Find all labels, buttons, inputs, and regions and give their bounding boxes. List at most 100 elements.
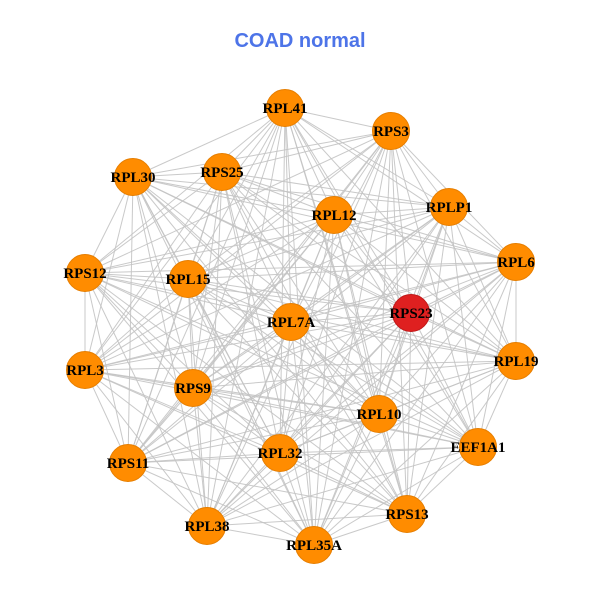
graph-node-RPS3: [372, 112, 410, 150]
graph-edge-RPL41-RPLP1: [284, 107, 450, 208]
graph-edge-RPLP1-RPL15: [187, 206, 450, 280]
graph-edge-RPL7A-EEF1A1: [290, 321, 479, 448]
graph-node-label-RPLP1: RPLP1: [426, 200, 473, 216]
graph-node-RPL10: [360, 395, 398, 433]
graph-edge-RPS25-RPS23: [221, 171, 412, 314]
graph-edge-RPL38-RPS13: [206, 513, 408, 527]
graph-node-label-RPS25: RPS25: [200, 165, 243, 181]
graph-node-RPL41: [266, 89, 304, 127]
graph-edge-RPS11-RPL35A: [127, 462, 315, 546]
graph-edge-RPLP1-RPS13: [406, 206, 450, 515]
graph-edge-RPL6-RPS12: [84, 261, 517, 274]
graph-edge-EEF1A1-RPS11: [127, 446, 479, 464]
graph-edge-RPL7A-RPS13: [290, 321, 408, 515]
graph-edge-RPS23-RPS9: [192, 312, 412, 389]
graph-edge-RPS3-RPL35A: [313, 130, 392, 546]
graph-edge-RPS3-RPS25: [221, 130, 392, 173]
graph-edge-RPL7A-RPS9: [192, 321, 292, 389]
graph-edge-RPLP1-RPL19: [448, 206, 517, 362]
plot-title: COAD normal: [234, 30, 366, 52]
graph-edge-RPLP1-RPL3: [84, 206, 450, 371]
graph-node-RPS9: [174, 369, 212, 407]
graph-edge-RPL6-RPS11: [127, 261, 517, 464]
graph-edge-EEF1A1-RPL32: [279, 446, 479, 454]
graph-node-label-RPS11: RPS11: [107, 456, 150, 472]
graph-edge-RPL15-RPL19: [187, 278, 517, 362]
graph-node-RPL38: [188, 507, 226, 545]
graph-edge-RPS23-RPL35A: [313, 312, 412, 546]
graph-edge-RPLP1-RPL38: [206, 206, 450, 527]
graph-node-label-RPS13: RPS13: [385, 507, 428, 523]
graph-edge-RPS25-RPL12: [221, 171, 335, 216]
graph-edge-RPL15-RPS13: [187, 278, 408, 515]
graph-node-label-RPS12: RPS12: [63, 266, 106, 282]
graph-edge-RPS9-RPL38: [192, 387, 208, 527]
graph-node-RPLP1: [430, 188, 468, 226]
graph-edge-RPS25-RPS9: [192, 171, 223, 389]
graph-edge-RPL12-RPS11: [127, 214, 335, 464]
graph-node-label-RPL35A: RPL35A: [286, 538, 342, 554]
graph-edge-RPL15-RPL10: [187, 278, 380, 415]
graph-node-label-RPL7A: RPL7A: [267, 315, 316, 331]
graph-edge-RPL19-RPL3: [84, 360, 517, 371]
graph-edge-RPL3-EEF1A1: [84, 369, 479, 448]
graph-edge-RPL32-RPS13: [279, 452, 408, 515]
graph-edge-EEF1A1-RPL38: [206, 446, 479, 527]
graph-edge-RPS23-RPL38: [206, 312, 412, 527]
graph-node-RPL15: [169, 260, 207, 298]
graph-edge-RPL7A-RPS23: [290, 312, 412, 323]
graph-edge-RPL12-RPL19: [333, 214, 517, 362]
graph-edge-RPS25-RPS13: [221, 171, 408, 515]
graph-edge-RPS9-RPL35A: [192, 387, 315, 546]
graph-node-label-RPL10: RPL10: [357, 407, 402, 423]
graph-node-label-RPS23: RPS23: [389, 306, 432, 322]
graph-edge-RPL12-RPLP1: [333, 206, 450, 216]
graph-edge-RPS12-RPL32: [84, 272, 281, 454]
graph-edge-RPL15-RPL3: [84, 278, 189, 371]
graph-edge-RPL41-RPL38: [206, 107, 286, 527]
graph-node-label-RPL41: RPL41: [263, 101, 308, 117]
graph-edge-RPL6-EEF1A1: [477, 261, 517, 448]
graph-edge-RPL41-RPL3: [84, 107, 286, 371]
graph-edge-RPS23-RPS13: [406, 312, 412, 515]
graph-edge-RPL15-RPS23: [187, 278, 412, 314]
graph-node-RPL3: [66, 351, 104, 389]
graph-edge-RPL15-EEF1A1: [187, 278, 479, 448]
graph-node-RPL6: [497, 243, 535, 281]
graph-node-label-RPL3: RPL3: [66, 363, 104, 379]
graph-edge-RPS12-RPL35A: [84, 272, 315, 546]
node-layer: [66, 89, 535, 564]
graph-node-RPL19: [497, 342, 535, 380]
graph-node-label-RPL30: RPL30: [111, 170, 156, 186]
graph-node-RPS13: [388, 495, 426, 533]
graph-edge-RPL3-RPL38: [84, 369, 208, 527]
graph-edge-RPS3-RPL30: [132, 130, 392, 178]
graph-node-RPS12: [66, 254, 104, 292]
graph-edge-RPL41-RPL6: [284, 107, 517, 263]
graph-edge-RPL6-RPS23: [410, 261, 517, 314]
graph-edge-RPL7A-RPL10: [290, 321, 380, 415]
graph-edge-RPL6-RPL7A: [290, 261, 517, 323]
graph-edge-RPS12-RPS23: [84, 272, 412, 314]
graph-node-label-RPL32: RPL32: [258, 446, 303, 462]
graph-edge-RPS25-RPL38: [206, 171, 223, 527]
graph-edge-RPL30-RPS13: [132, 176, 408, 515]
graph-edge-RPL41-RPL12: [284, 107, 335, 216]
graph-edge-RPL6-RPL15: [187, 261, 517, 280]
graph-edge-RPL6-RPS13: [406, 261, 517, 515]
graph-edge-RPL12-RPL15: [187, 214, 335, 280]
graph-edge-RPS3-RPL10: [378, 130, 392, 415]
graph-node-label-RPL15: RPL15: [166, 272, 211, 288]
graph-edge-RPL6-RPL32: [279, 261, 517, 454]
graph-node-RPS25: [203, 153, 241, 191]
graph-edge-RPL19-RPS13: [406, 360, 517, 515]
graph-edge-RPS12-RPS13: [84, 272, 408, 515]
graph-edge-RPS25-RPL19: [221, 171, 517, 362]
graph-edge-RPL7A-RPL3: [84, 321, 292, 371]
graph-edge-RPS12-EEF1A1: [84, 272, 479, 448]
graph-edge-RPL12-RPL35A: [313, 214, 335, 546]
graph-edge-RPS12-RPS11: [84, 272, 129, 464]
